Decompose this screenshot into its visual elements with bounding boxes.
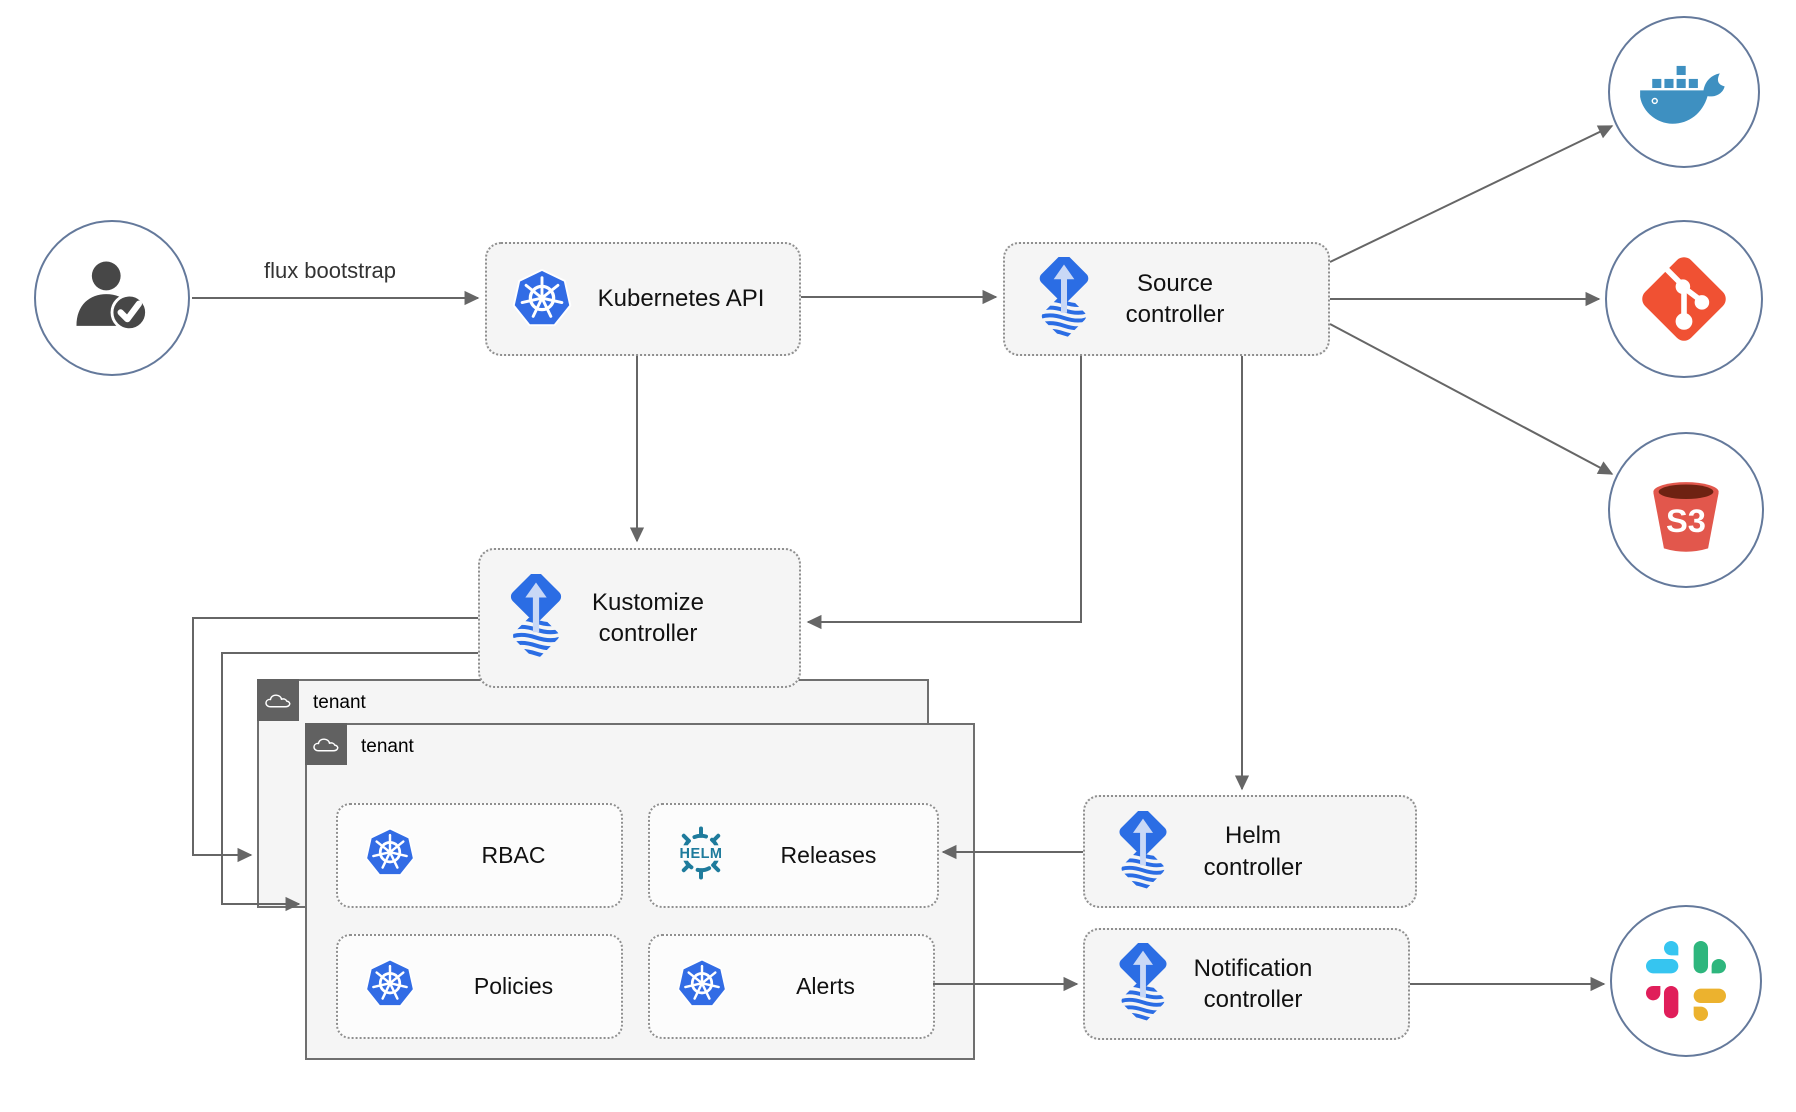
node-kubernetes-api: Kubernetes API — [485, 242, 801, 356]
kubernetes-icon — [364, 827, 416, 884]
flux-icon — [504, 574, 568, 662]
flux-icon — [1033, 257, 1095, 341]
tenant-header — [257, 679, 299, 721]
edge-label-flux-bootstrap: flux bootstrap — [263, 258, 397, 283]
node-label: Helm controller — [1203, 822, 1303, 881]
node-label: Alerts — [796, 972, 855, 999]
edge-source-to-s3 — [1329, 323, 1614, 475]
node-label: Kubernetes API — [597, 285, 765, 313]
kubernetes-icon — [676, 958, 728, 1015]
docker-whale-icon — [1632, 50, 1736, 134]
node-label: Notification controller — [1193, 954, 1313, 1013]
endpoint-docker — [1608, 16, 1760, 168]
node-label: Releases — [780, 841, 877, 868]
endpoint-s3 — [1608, 432, 1764, 588]
node-policies: Policies — [336, 934, 623, 1039]
user-check-icon — [64, 250, 160, 346]
tenant-label: tenant — [361, 736, 414, 757]
helm-icon — [672, 824, 730, 887]
kubernetes-icon — [364, 958, 416, 1015]
node-kustomize-controller: Kustomize controller — [478, 548, 801, 688]
node-label: Source controller — [1125, 269, 1225, 328]
git-icon — [1628, 243, 1740, 355]
slack-icon — [1640, 935, 1732, 1027]
node-source-controller: Source controller — [1003, 242, 1330, 356]
node-label: Kustomize controller — [591, 588, 705, 647]
edge-source-to-kustomize — [806, 356, 1082, 630]
edge-source-to-docker — [1329, 125, 1614, 263]
tenant-label: tenant — [313, 692, 366, 713]
endpoint-git — [1605, 220, 1763, 378]
flux-icon — [1113, 943, 1173, 1025]
node-rbac: RBAC — [336, 803, 623, 908]
cloud-icon — [263, 690, 293, 711]
node-label: Policies — [473, 972, 554, 999]
kubernetes-icon — [511, 268, 573, 330]
node-helm-controller: Helm controller — [1083, 795, 1417, 908]
tenant-group-inner: tenant RBAC Releases Policies Alerts — [305, 723, 975, 1060]
tenant-header — [305, 723, 347, 765]
flux-icon — [1113, 811, 1173, 893]
node-label: RBAC — [481, 841, 546, 868]
s3-bucket-icon — [1638, 462, 1734, 558]
cloud-icon — [311, 734, 341, 755]
node-notification-controller: Notification controller — [1083, 928, 1410, 1040]
endpoint-slack — [1610, 905, 1762, 1057]
node-releases: Releases — [648, 803, 939, 908]
node-alerts: Alerts — [648, 934, 935, 1039]
endpoint-user — [34, 220, 190, 376]
